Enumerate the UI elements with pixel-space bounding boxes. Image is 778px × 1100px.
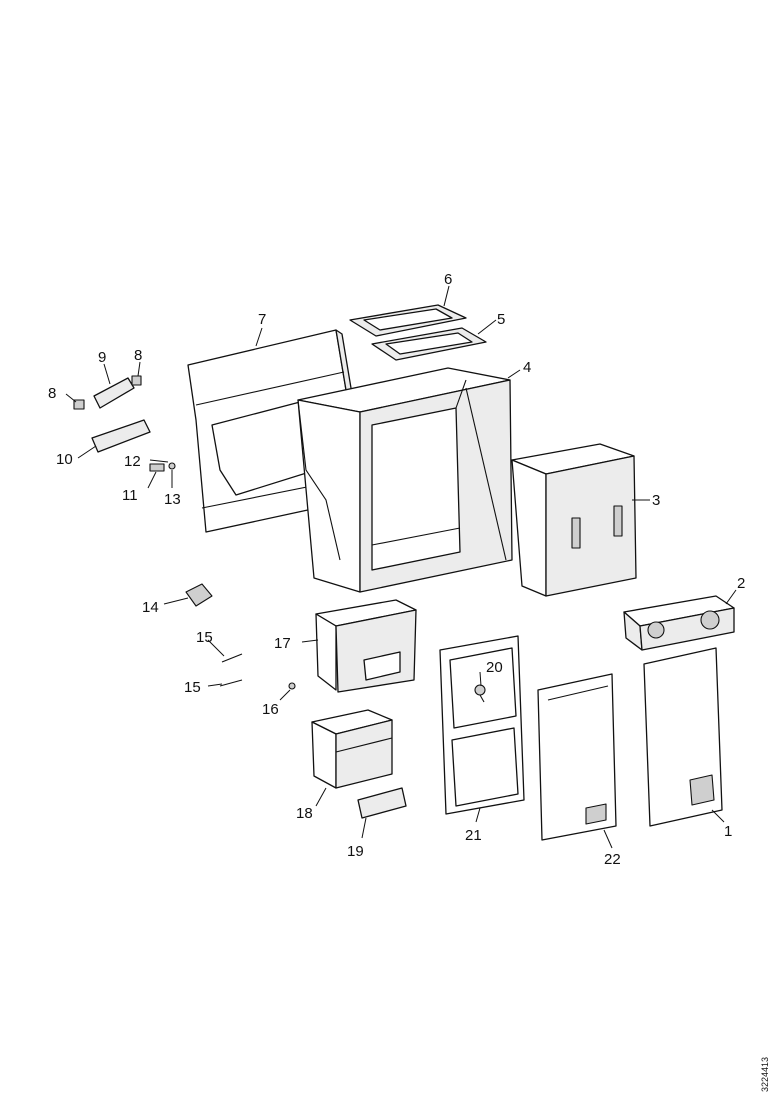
callout-20: 20 — [486, 659, 503, 676]
callout-15-upper: 15 — [196, 629, 213, 646]
callout-14: 14 — [142, 599, 159, 616]
callout-7: 7 — [258, 311, 266, 328]
callout-8-left: 8 — [48, 385, 56, 402]
part-15-screw-lower — [219, 679, 243, 687]
part-13-screw — [168, 462, 176, 470]
part-15-screw-upper — [221, 653, 243, 663]
callout-21: 21 — [465, 827, 482, 844]
part-2-cooling-unit — [623, 595, 735, 651]
part-8-clip-left — [73, 399, 85, 410]
part-4-cabinet — [297, 367, 513, 593]
callout-12: 12 — [124, 453, 141, 470]
part-21-door-frame — [439, 635, 525, 815]
part-16-pin — [288, 682, 296, 690]
part-18-drawer-stack — [311, 709, 393, 789]
part-5-top-plate — [371, 327, 487, 361]
callout-3: 3 — [652, 492, 660, 509]
callout-10: 10 — [56, 451, 73, 468]
callout-8-right: 8 — [134, 347, 142, 364]
callout-15-lower: 15 — [184, 679, 201, 696]
part-20-knob — [474, 684, 486, 703]
callout-11: 11 — [122, 487, 138, 504]
drawing-code: 3224413 — [760, 1057, 770, 1092]
callout-6: 6 — [444, 271, 452, 288]
leader-lines — [65, 285, 737, 849]
callout-2: 2 — [737, 575, 745, 592]
callout-22: 22 — [604, 851, 621, 868]
part-17-compartment — [315, 599, 417, 693]
part-22-inner-door — [537, 673, 617, 841]
part-8-clip-right — [131, 375, 142, 386]
callout-5: 5 — [497, 311, 505, 328]
callout-16: 16 — [262, 701, 279, 718]
part-14-hinge — [185, 583, 213, 607]
callout-18: 18 — [296, 805, 313, 822]
callout-19-lower: 19 — [347, 843, 364, 860]
part-12-fitting — [149, 463, 165, 472]
callout-1: 1 — [724, 823, 732, 840]
part-3-liner — [511, 443, 637, 597]
callout-4: 4 — [523, 359, 531, 376]
callout-13: 13 — [164, 491, 181, 508]
callout-9: 9 — [98, 349, 106, 366]
part-19-front-plate — [357, 787, 407, 819]
callout-17: 17 — [274, 635, 291, 652]
part-1-door — [643, 647, 723, 827]
part-19-handle-cover — [91, 419, 151, 453]
part-6-top-plate — [349, 304, 467, 337]
part-9-control-panel — [93, 377, 135, 409]
